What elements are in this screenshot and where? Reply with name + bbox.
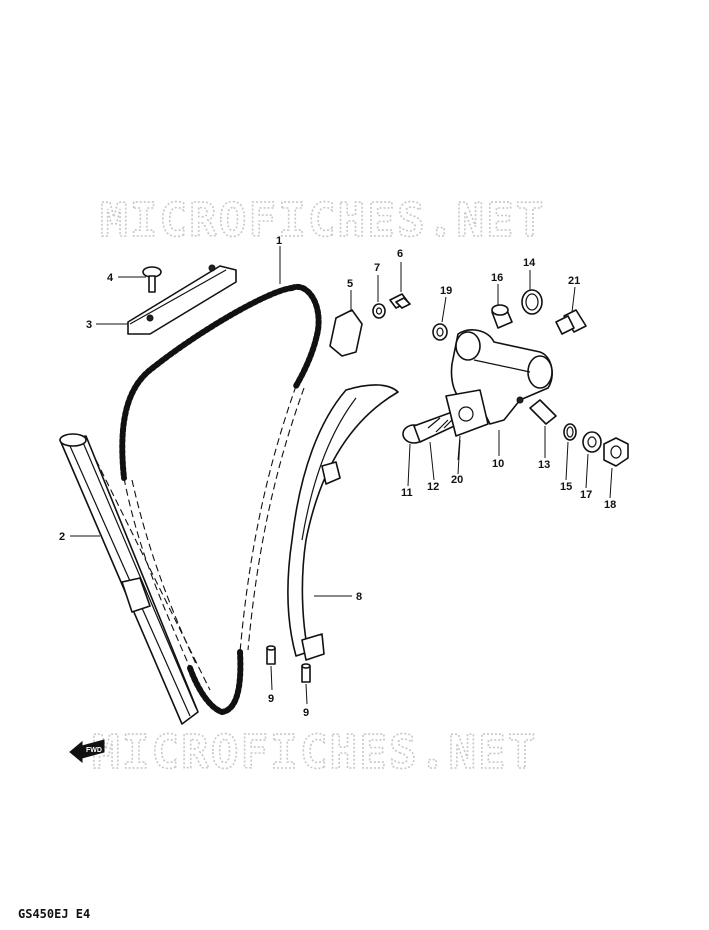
- washer-part-19: [432, 323, 448, 341]
- callout-18: 18: [604, 499, 616, 511]
- chain-guide-front: [287, 384, 399, 661]
- cap-part-16: [491, 304, 513, 329]
- callout-12: 12: [427, 481, 439, 493]
- bolt-part-4: [142, 266, 162, 293]
- callout-4: 4: [107, 272, 114, 284]
- callout-20: 20: [451, 474, 463, 486]
- o-ring-part-15: [563, 423, 577, 441]
- model-code: GS450EJ E4: [18, 907, 90, 921]
- bolt-part-21: [555, 309, 587, 335]
- washer-part-7: [372, 303, 386, 319]
- forward-arrow-icon: FWD: [69, 739, 105, 764]
- callout-labels: 1 2 3 4 5 6 7 8 9 9 10 11 12 13 14 15 16…: [59, 235, 616, 719]
- chain-guide-rear: [59, 433, 211, 725]
- callout-9a: 9: [268, 693, 274, 705]
- nut-part-18: [603, 437, 629, 467]
- callout-10: 10: [492, 458, 504, 470]
- callout-11: 11: [401, 487, 413, 499]
- callout-15: 15: [560, 481, 572, 493]
- callout-7: 7: [374, 262, 380, 274]
- callout-13: 13: [538, 459, 550, 471]
- o-ring-part-14: [521, 289, 543, 315]
- callout-2: 2: [59, 531, 65, 543]
- forward-arrow-label: FWD: [86, 747, 102, 754]
- callout-21: 21: [568, 275, 580, 287]
- dowel-pin-9a: [266, 645, 276, 665]
- callout-1: 1: [276, 235, 282, 247]
- callout-19: 19: [440, 285, 452, 297]
- bolt-part-6: [389, 293, 411, 309]
- callout-9b: 9: [303, 707, 309, 719]
- chain-guide-top: [127, 264, 237, 335]
- cam-chain: [119, 283, 322, 716]
- callout-17: 17: [580, 489, 592, 501]
- gasket-part-20: [445, 389, 489, 437]
- callout-14: 14: [523, 257, 536, 269]
- leader-lines: [70, 246, 613, 705]
- washer-part-17: [582, 431, 602, 453]
- stopper-part-5: [329, 309, 363, 357]
- watermark-bottom: MICROFICHES.NET: [92, 725, 537, 779]
- watermark-top: MICROFICHES.NET: [100, 193, 545, 247]
- callout-5: 5: [347, 278, 353, 290]
- callout-6: 6: [397, 248, 403, 260]
- dowel-pin-9b: [301, 663, 311, 683]
- callout-8: 8: [356, 591, 362, 603]
- rod-part-13: [529, 399, 557, 425]
- callout-3: 3: [86, 319, 92, 331]
- callout-16: 16: [491, 272, 503, 284]
